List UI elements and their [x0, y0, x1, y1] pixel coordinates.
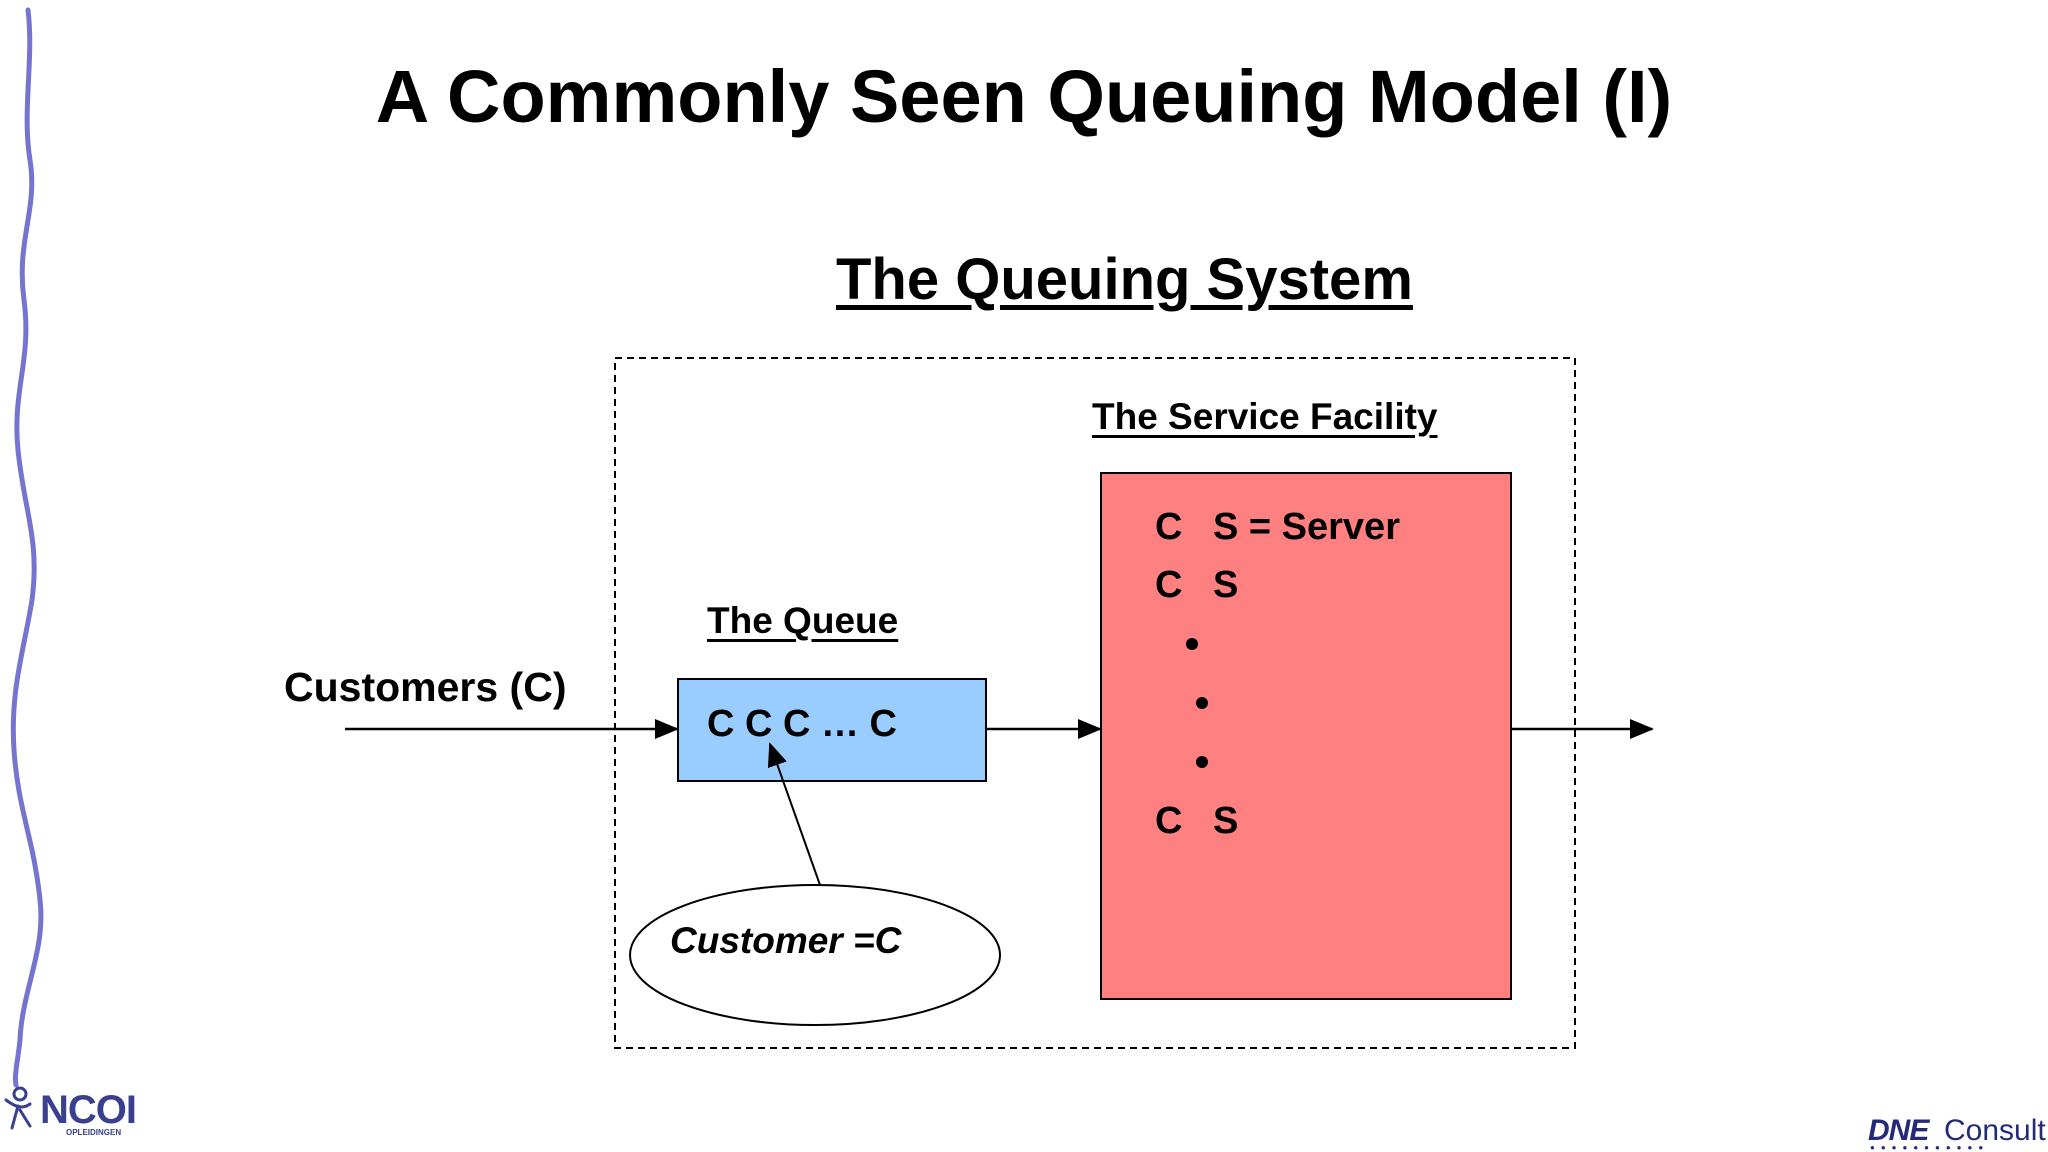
customers-label: Customers (C) [284, 664, 567, 710]
queuing-system-border [614, 357, 1576, 1049]
service-facility-box [1100, 472, 1512, 1000]
server-row-c-2: C [1155, 564, 1183, 606]
queue-title: The Queue [707, 600, 899, 641]
dne-logo-dots: ●●●●●●●●●●● [1870, 1143, 1990, 1152]
left-wavy-line [10, 7, 44, 1088]
ellipsis-dot-3 [1196, 756, 1208, 768]
dne-logo-text: Consult [1944, 1114, 2046, 1147]
dne-logo-mark: DNE [1868, 1114, 1929, 1147]
ellipsis-dot-2 [1196, 697, 1208, 709]
queue-box [677, 678, 987, 782]
customer-definition: Customer =C [670, 920, 902, 961]
server-row-s-1: S = Server [1213, 506, 1400, 548]
ellipsis-dot-1 [1186, 638, 1198, 650]
service-facility-title: The Service Facility [1092, 396, 1438, 437]
server-row-s-2: S [1213, 564, 1239, 606]
customer-ellipse [629, 884, 1001, 1026]
queuing-system-title: The Queuing System [836, 247, 1413, 312]
ncoi-logo-icon [4, 1086, 32, 1130]
ncoi-logo-subtext: OPLEIDINGEN [66, 1128, 122, 1137]
server-row-c-3: C [1155, 800, 1183, 842]
arrow-customer-pointer [767, 742, 821, 886]
ncoi-logo-text: NCOI [40, 1088, 137, 1132]
queue-content: C C C … C [707, 703, 897, 745]
server-row-s-3: S [1213, 800, 1239, 842]
server-row-c-1: C [1155, 506, 1183, 548]
slide-title: A Commonly Seen Queuing Model (I) [375, 55, 1673, 138]
